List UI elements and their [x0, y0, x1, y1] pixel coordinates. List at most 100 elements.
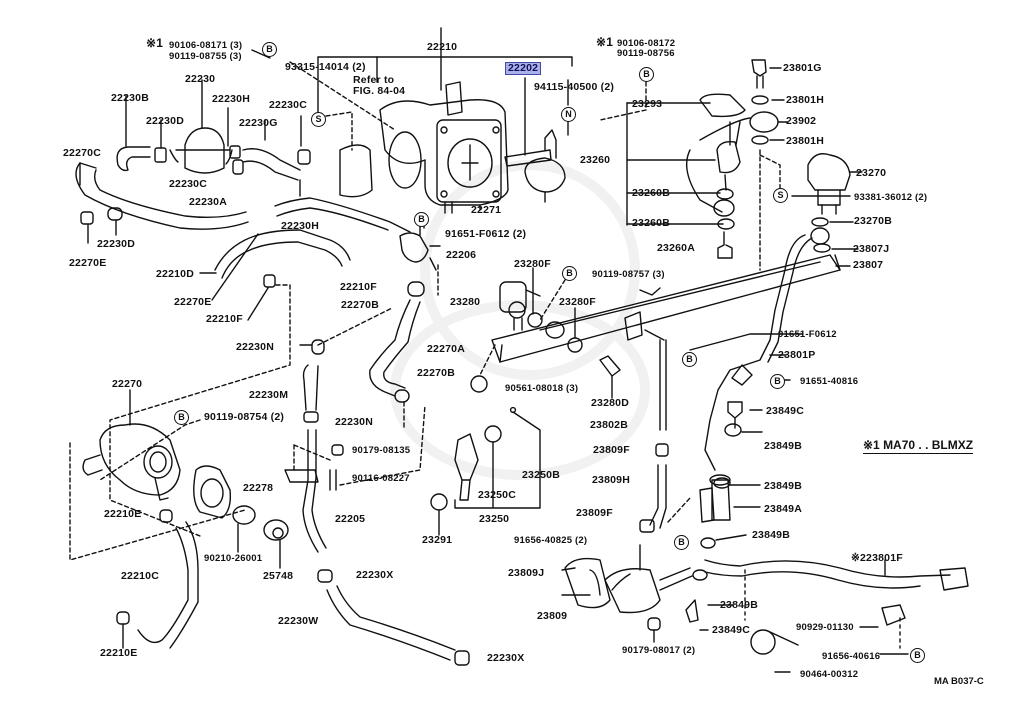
part-label-23849B[interactable]: 23849B: [720, 599, 758, 611]
part-label-91656-40616[interactable]: 91656-40616: [822, 651, 881, 662]
part-label-23849C[interactable]: 23849C: [712, 624, 750, 636]
part-label-23260B[interactable]: 23260B: [632, 217, 670, 229]
pipe-23802B: [659, 339, 667, 431]
part-label-22230H[interactable]: 22230H: [212, 93, 250, 105]
part-label-23807[interactable]: 23807: [853, 259, 884, 271]
part-label-23849B[interactable]: 23849B: [752, 529, 790, 541]
part-label-22210F[interactable]: 22210F: [340, 281, 377, 293]
part-label-90119-08757[interactable]: 90119-08757 (3): [592, 269, 665, 280]
part-label-22230X[interactable]: 22230X: [356, 569, 394, 581]
part-label-23293[interactable]: 23293: [632, 98, 663, 110]
part-label-22230[interactable]: 22230: [185, 73, 216, 85]
part-label-23260[interactable]: 23260: [580, 154, 611, 166]
part-label-22205[interactable]: 22205: [335, 513, 366, 525]
part-label-22230C[interactable]: 22230C: [169, 178, 207, 190]
part-label-23801H[interactable]: 23801H: [786, 94, 824, 106]
footnote-model: ※1 MA70 . . BLMXZ: [863, 438, 974, 454]
part-label-22230N[interactable]: 22230N: [236, 341, 274, 353]
part-label-25748[interactable]: 25748: [263, 570, 294, 582]
part-label-90179-08135[interactable]: 90179-08135: [352, 445, 411, 456]
part-label-22270B[interactable]: 22270B: [417, 367, 455, 379]
part-label-22230B[interactable]: 22230B: [111, 92, 149, 104]
part-label-23260B[interactable]: 23260B: [632, 187, 670, 199]
part-label-23280D[interactable]: 23280D: [591, 397, 629, 409]
part-label-23849A[interactable]: 23849A: [764, 503, 802, 515]
part-label-23260A[interactable]: 23260A: [657, 242, 695, 254]
part-label-22278[interactable]: 22278: [243, 482, 274, 494]
hose-22230B: [116, 146, 151, 172]
part-label-23801P[interactable]: 23801P: [778, 349, 816, 361]
part-label-91656-40825[interactable]: 91656-40825 (2): [514, 535, 588, 546]
part-label-22210[interactable]: 22210: [427, 41, 458, 53]
part-label-90119-08756[interactable]: 90119-08756: [617, 48, 675, 59]
part-label-23809[interactable]: 23809: [537, 610, 568, 622]
part-label-23801F[interactable]: ※223801F: [851, 552, 903, 564]
part-label-23270B[interactable]: 23270B: [854, 215, 892, 227]
part-label-90119-08755[interactable]: 90119-08755 (3): [169, 51, 242, 62]
part-label-22270A[interactable]: 22270A: [427, 343, 465, 355]
part-label-22210C[interactable]: 22210C: [121, 570, 159, 582]
part-label-22206[interactable]: 22206: [446, 249, 477, 261]
part-label-23849C[interactable]: 23849C: [766, 405, 804, 417]
part-label-91651-40816[interactable]: 91651-40816: [800, 376, 859, 387]
part-label-90119-08754[interactable]: 90119-08754 (2): [204, 411, 285, 423]
part-label-23280F[interactable]: 23280F: [559, 296, 596, 308]
part-label-90106-08171[interactable]: 90106-08171 (3): [169, 40, 243, 51]
part-label-22230H[interactable]: 22230H: [281, 220, 319, 232]
part-label-23902[interactable]: 23902: [786, 115, 817, 127]
part-label-22202-highlighted[interactable]: 22202: [505, 62, 542, 75]
part-label-23809J[interactable]: 23809J: [508, 567, 545, 579]
part-label-22271[interactable]: 22271: [471, 204, 502, 216]
union-23849A: [699, 474, 731, 523]
part-label-22210D[interactable]: 22210D: [156, 268, 194, 280]
part-label-23291[interactable]: 23291: [422, 534, 453, 546]
part-label-22210E[interactable]: 22210E: [104, 508, 142, 520]
part-label-90464-00312[interactable]: 90464-00312: [800, 669, 859, 680]
part-label-23802B[interactable]: 23802B: [590, 419, 628, 431]
part-label-90929-01130[interactable]: 90929-01130: [796, 622, 854, 633]
part-label-22230D[interactable]: 22230D: [146, 115, 184, 127]
part-label-22270E[interactable]: 22270E: [174, 296, 212, 308]
part-label-90106-08172[interactable]: 90106-08172: [617, 38, 676, 49]
part-label-91651-F0612[interactable]: 91651-F0612: [778, 329, 837, 340]
part-label-23250[interactable]: 23250: [479, 513, 510, 525]
part-label-22230A[interactable]: 22230A: [189, 196, 227, 208]
part-label-22230G[interactable]: 22230G: [239, 117, 278, 129]
part-label-23250B[interactable]: 23250B: [522, 469, 560, 481]
part-label-23849B[interactable]: 23849B: [764, 480, 802, 492]
part-label-91651-F0612[interactable]: 91651-F0612 (2): [445, 228, 527, 240]
part-label-22270E[interactable]: 22270E: [69, 257, 107, 269]
refer-note-line2[interactable]: FIG. 84-04: [353, 85, 406, 97]
part-label-22230M[interactable]: 22230M: [249, 389, 289, 401]
part-label-22210F[interactable]: 22210F: [206, 313, 243, 325]
part-label-23809H[interactable]: 23809H: [592, 474, 630, 486]
dashed-leader: [99, 419, 201, 481]
part-label-23801H[interactable]: 23801H: [786, 135, 824, 147]
dashed-leader: [759, 149, 781, 271]
part-label-90116-08227[interactable]: 90116-08227: [352, 473, 410, 484]
part-label-93315-14014[interactable]: 93315-14014 (2): [285, 61, 366, 73]
part-label-22230C[interactable]: 22230C: [269, 99, 307, 111]
part-label-23280F[interactable]: 23280F: [514, 258, 551, 270]
part-label-23270[interactable]: 23270: [856, 167, 887, 179]
part-label-22210E[interactable]: 22210E: [100, 647, 138, 659]
part-label-22270[interactable]: 22270: [112, 378, 143, 390]
part-label-90210-26001[interactable]: 90210-26001: [204, 553, 263, 564]
part-label-23809F[interactable]: 23809F: [576, 507, 613, 519]
part-label-94115-40500[interactable]: 94115-40500 (2): [534, 81, 615, 93]
part-label-93381-36012[interactable]: 93381-36012 (2): [854, 192, 928, 203]
part-label-90561-08018[interactable]: 90561-08018 (3): [505, 383, 579, 394]
part-label-23809F[interactable]: 23809F: [593, 444, 630, 456]
part-label-23250C[interactable]: 23250C: [478, 489, 516, 501]
part-label-90179-08017[interactable]: 90179-08017 (2): [622, 645, 696, 656]
part-label-22230D[interactable]: 22230D: [97, 238, 135, 250]
part-label-22230W[interactable]: 22230W: [278, 615, 319, 627]
part-label-22230N[interactable]: 22230N: [335, 416, 373, 428]
part-label-22270C[interactable]: 22270C: [63, 147, 101, 159]
part-label-23807J[interactable]: 23807J: [853, 243, 890, 255]
part-label-22270B[interactable]: 22270B: [341, 299, 379, 311]
part-label-22230X[interactable]: 22230X: [487, 652, 525, 664]
part-label-23280[interactable]: 23280: [450, 296, 481, 308]
part-label-23801G[interactable]: 23801G: [783, 62, 822, 74]
part-label-23849B[interactable]: 23849B: [764, 440, 802, 452]
